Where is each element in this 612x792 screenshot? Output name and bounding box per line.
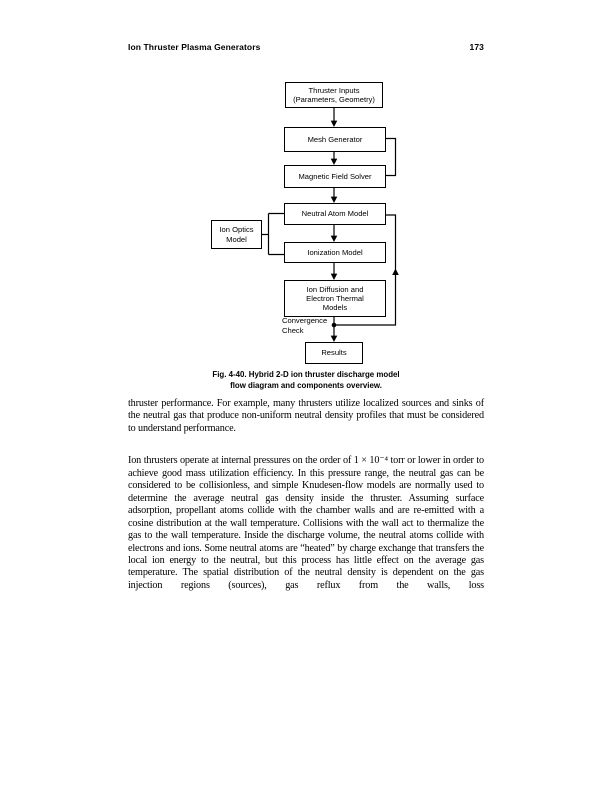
- flow-box-label: Results: [321, 348, 347, 358]
- arrow-line: [333, 317, 335, 326]
- running-header: Ion Thruster Plasma Generators 173: [128, 42, 484, 52]
- flow-box-label: Ion Optics Model: [219, 225, 254, 244]
- ion-optics-connector: [262, 212, 284, 256]
- junction-dot: [331, 322, 337, 328]
- body-text: thruster performance. For example, many …: [128, 398, 484, 592]
- flow-box-label: Neutral Atom Model: [301, 209, 369, 219]
- convergence-check-label: Convergence Check: [282, 316, 328, 335]
- mesh-to-magnetic-connector: [386, 137, 397, 177]
- arrow-line: [333, 263, 335, 274]
- flow-box-results: Results: [305, 342, 363, 364]
- flow-connectors: [262, 108, 399, 342]
- running-header-title: Ion Thruster Plasma Generators: [128, 42, 261, 52]
- arrow-line: [333, 225, 335, 236]
- flow-box-ionization-model: Ionization Model: [284, 242, 386, 263]
- flow-box-label: Ionization Model: [307, 247, 363, 257]
- arrow-line: [333, 325, 335, 336]
- flow-box-label: Mesh Generator: [307, 134, 363, 144]
- flow-box-label: Magnetic Field Solver: [298, 171, 372, 181]
- flow-box-label: Ion Diffusion and Electron Thermal Model…: [306, 284, 364, 313]
- flow-box-neutral-atom-model: Neutral Atom Model: [284, 203, 386, 225]
- page-number: 173: [469, 42, 484, 52]
- flow-box-mesh-generator: Mesh Generator: [284, 127, 386, 152]
- flow-box-label: Thruster Inputs (Parameters, Geometry): [293, 85, 375, 104]
- flow-box-ion-diffusion: Ion Diffusion and Electron Thermal Model…: [284, 280, 386, 317]
- arrow-line: [333, 152, 335, 160]
- arrow-line: [333, 188, 335, 197]
- arrow-head-up: [392, 268, 399, 275]
- flow-box-ion-optics-model: Ion Optics Model: [211, 220, 262, 249]
- flow-box-thruster-inputs: Thruster Inputs (Parameters, Geometry): [285, 82, 383, 108]
- flow-box-magnetic-field-solver: Magnetic Field Solver: [284, 165, 386, 188]
- paragraph: Ion thrusters operate at internal pressu…: [128, 455, 484, 591]
- figure-caption: Fig. 4-40. Hybrid 2-D ion thruster disch…: [212, 370, 400, 391]
- paragraph: thruster performance. For example, many …: [128, 398, 484, 434]
- arrow-line: [333, 108, 335, 121]
